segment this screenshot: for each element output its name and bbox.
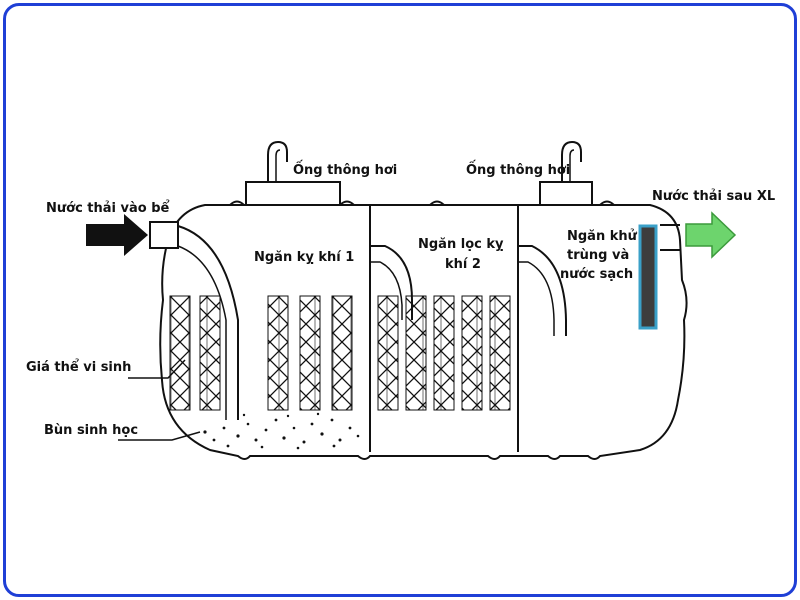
vent-pipe-2 bbox=[539, 140, 593, 206]
biofilm-media bbox=[169, 295, 511, 411]
vent-label-1: Ống thông hơi bbox=[293, 160, 397, 178]
tank-top-ridges bbox=[229, 200, 615, 206]
chamber-3-label-line-3: nước sạch bbox=[560, 267, 633, 282]
disinfection-cartridge bbox=[638, 224, 658, 330]
transfer-pipe-3 bbox=[518, 245, 567, 336]
inlet-downpipe bbox=[177, 225, 239, 420]
inlet-label: Nước thải vào bể bbox=[46, 200, 170, 216]
outlet-arrow bbox=[685, 211, 737, 259]
chamber-3-label-line-2: trùng và bbox=[567, 248, 629, 263]
media-leader-line bbox=[128, 359, 186, 379]
chamber-2-label-line-1: Ngăn lọc kỵ bbox=[418, 237, 504, 252]
outlet-label: Nước thải sau XL bbox=[652, 189, 775, 204]
chamber-2-label-line-2: khí 2 bbox=[445, 257, 481, 272]
chamber-3-label-line-1: Ngăn khử bbox=[567, 229, 638, 244]
inlet-downpipe-inner bbox=[177, 245, 227, 420]
media-label: Giá thể vi sinh bbox=[26, 359, 131, 375]
sludge-leader-line bbox=[118, 431, 201, 441]
sludge-particles bbox=[203, 412, 360, 450]
inlet-pipe bbox=[149, 221, 179, 249]
outlet-pipe bbox=[660, 224, 680, 251]
chamber-1-label: Ngăn kỵ khí 1 bbox=[254, 250, 354, 265]
vent-pipe-1 bbox=[245, 140, 341, 206]
sludge-label: Bùn sinh học bbox=[44, 423, 138, 438]
transfer-pipe-3-inner bbox=[518, 261, 555, 336]
vent-label-2: Ống thông hơi bbox=[466, 160, 570, 178]
transfer-pipe-2-inner bbox=[370, 261, 403, 320]
inlet-arrow bbox=[86, 214, 148, 256]
